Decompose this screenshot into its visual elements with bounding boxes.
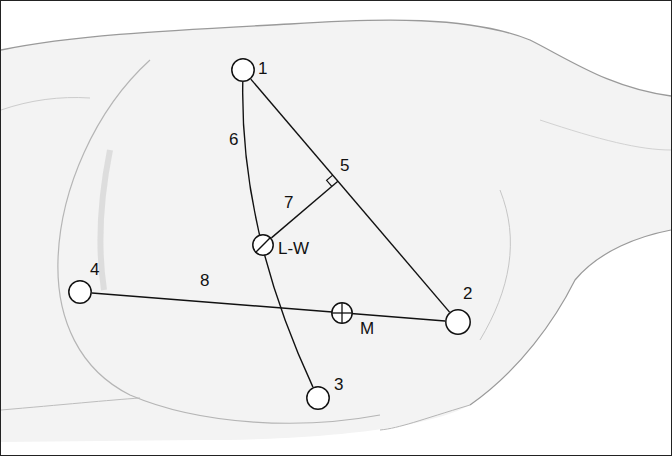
circle-outline <box>231 58 255 82</box>
portal-label: 1 <box>258 60 267 78</box>
portal-circle: 1 <box>231 58 255 82</box>
line-number: 6 <box>229 131 238 149</box>
circle-outline <box>331 302 353 324</box>
incision-line <box>243 82 313 387</box>
circle-outline <box>68 280 92 304</box>
circle-outline <box>445 309 471 335</box>
circle-outline <box>306 386 330 410</box>
portal-circle: 4 <box>68 280 92 304</box>
portal-circle: 3 <box>306 386 330 410</box>
portal-circle: M <box>331 302 353 324</box>
incision-line <box>92 293 445 321</box>
callout-number: 7 <box>284 194 293 212</box>
portal-label: 3 <box>334 376 343 394</box>
portal-label: M <box>360 320 374 338</box>
incision-line <box>251 79 450 312</box>
portal-label: 4 <box>90 261 99 279</box>
portal-label: 2 <box>463 285 472 303</box>
portal-circle: L-W <box>252 234 274 256</box>
portal-circle: 2 <box>445 309 471 335</box>
portal-label: L-W <box>278 240 309 258</box>
callout-number: 5 <box>340 157 349 175</box>
line-number: 8 <box>200 272 209 290</box>
circle-outline <box>252 234 274 256</box>
